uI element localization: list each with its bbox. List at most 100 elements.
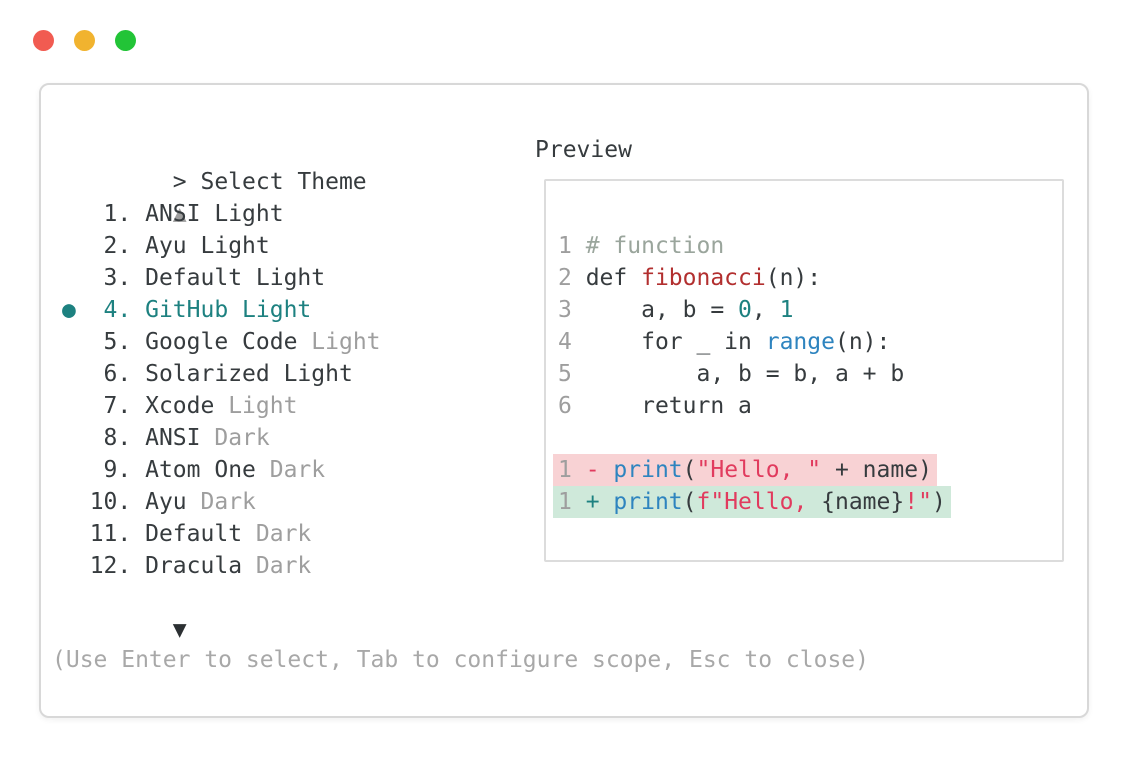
close-button-icon[interactable] (33, 30, 54, 51)
line-number: 1 (558, 489, 586, 515)
theme-number: 5. (75, 329, 146, 355)
minimize-button-icon[interactable] (74, 30, 95, 51)
code-line: 3 a, b = 0, 1 (558, 294, 1062, 326)
theme-name: Solarized Light (145, 361, 353, 387)
help-text: (Use Enter to select, Tab to configure s… (52, 647, 869, 673)
theme-item-ayu[interactable]: 10. Ayu Dark (62, 486, 381, 518)
scroll-up-indicator[interactable]: ▲ (62, 166, 381, 227)
code-token: + name) (821, 457, 932, 483)
theme-item-ansi-light[interactable]: 1. ANSI Light (62, 198, 381, 230)
line-number: 6 (558, 393, 586, 419)
code-token: print (613, 457, 683, 483)
code-blank-line (558, 422, 1062, 454)
marker-space (62, 489, 76, 515)
theme-item-ansi[interactable]: 8. ANSI Dark (62, 422, 381, 454)
line-number: 4 (558, 329, 586, 355)
line-number: 2 (558, 265, 586, 291)
theme-variant: Dark (200, 425, 270, 451)
theme-variant: Dark (255, 457, 326, 483)
theme-name: Ayu Light (145, 233, 270, 259)
code-token: print (613, 489, 683, 515)
theme-item-default-light[interactable]: 3. Default Light (62, 262, 381, 294)
code-token: "Hello, " (696, 457, 822, 483)
selected-bullet-icon: ● (62, 297, 76, 323)
code-token: ( (682, 457, 697, 483)
code-token: def (585, 265, 642, 291)
code-line: 5 a, b = b, a + b (558, 358, 1062, 390)
theme-name: Default Light (145, 265, 326, 291)
diff-removed-highlight: 1 - print("Hello, " + name) (553, 454, 937, 486)
theme-item-google-code[interactable]: 5. Google Code Light (62, 326, 381, 358)
line-number: 1 (558, 233, 586, 259)
code-token: return a (585, 393, 752, 419)
theme-number: 4. (75, 297, 146, 323)
theme-number: 2. (75, 233, 146, 259)
theme-list: 1. ANSI Light 2. Ayu Light 3. Default Li… (62, 198, 381, 582)
picker-title-text: > Select Theme (172, 169, 367, 195)
theme-name: ANSI (145, 425, 201, 451)
code-token: {name} (821, 489, 905, 515)
theme-item-xcode[interactable]: 7. Xcode Light (62, 390, 381, 422)
code-line: 1 # function (558, 230, 1062, 262)
theme-number: 8. (75, 425, 146, 451)
theme-variant: Light (214, 393, 298, 419)
theme-variant: Dark (242, 553, 312, 579)
marker-space (62, 265, 76, 291)
theme-item-dracula[interactable]: 12. Dracula Dark (62, 550, 381, 582)
theme-number: 6. (75, 361, 146, 387)
code-token: for _ in (585, 329, 766, 355)
theme-variant: Dark (242, 521, 312, 547)
line-number: 5 (558, 361, 586, 387)
code-token: (n): (765, 265, 822, 291)
marker-space (62, 361, 76, 387)
zoom-button-icon[interactable] (115, 30, 136, 51)
code-token: ( (682, 489, 697, 515)
theme-item-solarized-light[interactable]: 6. Solarized Light (62, 358, 381, 390)
marker-space (62, 393, 76, 419)
theme-item-ayu-light[interactable]: 2. Ayu Light (62, 230, 381, 262)
line-number: 3 (558, 297, 586, 323)
scroll-down-indicator[interactable]: ▼ (62, 582, 381, 643)
scroll-down-icon: ▼ (172, 617, 187, 643)
code-line: 2 def fibonacci(n): (558, 262, 1062, 294)
theme-item-github-light[interactable]: ● 4. GitHub Light (62, 294, 381, 326)
marker-space (62, 233, 76, 259)
theme-item-default[interactable]: 11. Default Dark (62, 518, 381, 550)
marker-space (62, 329, 76, 355)
theme-number: 10. (75, 489, 146, 515)
theme-column: > Select Theme ▲ 1. ANSI Light 2. Ayu Li… (62, 134, 381, 643)
theme-item-atom-one[interactable]: 9. Atom One Dark (62, 454, 381, 486)
code-line: 6 return a (558, 390, 1062, 422)
picker-title: > Select Theme (62, 134, 381, 195)
theme-name: ANSI Light (145, 201, 284, 227)
theme-variant: Dark (186, 489, 256, 515)
theme-name: Dracula (145, 553, 243, 579)
code-token: fibonacci (641, 265, 766, 291)
marker-space (62, 201, 76, 227)
theme-number: 9. (75, 457, 146, 483)
code-token: 0 (738, 297, 752, 323)
diff-added-line: 1 + print(f"Hello, {name}!") (553, 486, 1062, 518)
theme-name: GitHub Light (145, 297, 312, 323)
theme-number: 11. (75, 521, 146, 547)
theme-name: Google Code (145, 329, 298, 355)
preview-label: Preview (535, 134, 632, 166)
theme-name: Default (145, 521, 243, 547)
code-token: ) (931, 489, 946, 515)
code-token: f"Hello, (696, 489, 822, 515)
code-token: - (585, 457, 614, 483)
code-token: # function (585, 233, 725, 259)
theme-name: Xcode (145, 393, 215, 419)
theme-picker-panel: > Select Theme ▲ 1. ANSI Light 2. Ayu Li… (39, 83, 1089, 718)
line-number: 1 (558, 457, 586, 483)
code-token: , (751, 297, 780, 323)
diff-added-highlight: 1 + print(f"Hello, {name}!") (553, 486, 951, 518)
code-token: (n): (834, 329, 891, 355)
theme-number: 1. (75, 201, 146, 227)
code-line: 4 for _ in range(n): (558, 326, 1062, 358)
marker-space (62, 425, 76, 451)
code-token: range (765, 329, 835, 355)
